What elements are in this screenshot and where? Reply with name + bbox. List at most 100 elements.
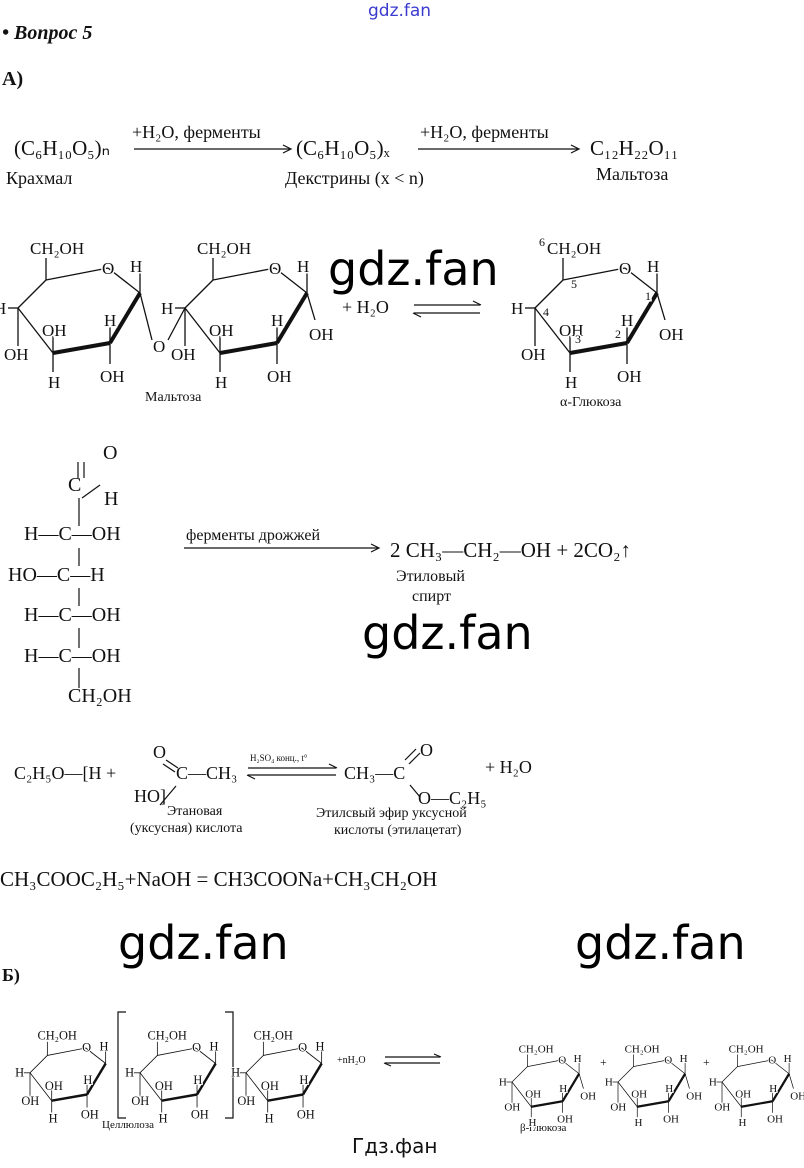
h-label: H [193, 1073, 202, 1087]
ch2oh-label: CH₂OH [30, 239, 84, 258]
oh-label: OH [525, 1088, 541, 1100]
oh-label: OH [309, 325, 334, 344]
h-label: H [647, 257, 659, 276]
acid-ho: HO] [134, 786, 166, 806]
h-label: H [297, 257, 309, 276]
acid-c: C—CH₃ [176, 763, 238, 783]
acid-name-1: Этановая [167, 804, 223, 819]
ch2oh-label: CH₂OH [253, 1028, 292, 1042]
h-label: H [271, 311, 283, 330]
carbon-number: 3 [575, 332, 581, 346]
oh-label: OH [100, 367, 125, 386]
section-a-label: А) [2, 68, 24, 90]
ring-oxygen: O [298, 1041, 307, 1055]
h-label: H [709, 1076, 717, 1088]
ethanol-name-2: спирт [412, 588, 452, 605]
watermark-4: gdz.fan [575, 916, 746, 970]
h-label: H [565, 373, 577, 392]
h-label: H [299, 1073, 308, 1087]
oh-label: OH [557, 1114, 573, 1126]
h-label: H [49, 1111, 58, 1125]
h-label: H [15, 1066, 24, 1080]
oh-label: OH [659, 325, 684, 344]
oh-label: OH [610, 1102, 626, 1114]
h-label: H [0, 299, 6, 318]
arrow1-label: +H₂O, ферменты [132, 122, 261, 142]
watermark-3: gdz.fan [118, 916, 289, 970]
oh-label: OH [631, 1088, 647, 1100]
h-label: H [315, 1039, 324, 1053]
h-label: H [559, 1083, 567, 1095]
carbon-number: 4 [543, 305, 549, 319]
oh-label: OH [171, 345, 196, 364]
oh-label: OH [131, 1094, 149, 1108]
h-label: H [574, 1053, 582, 1065]
ester-name-2: кислоты (этилацетат) [334, 823, 462, 838]
question-title: • Вопрос 5 [2, 22, 93, 44]
oh-label: OH [45, 1079, 63, 1093]
ch2oh-label: CH₂OH [519, 1043, 554, 1055]
starch-name: Крахмал [6, 168, 73, 188]
chain-c6: CH₂OH [68, 685, 132, 707]
ch2oh-label: CH₂OH [729, 1043, 764, 1055]
oh-label: OH [663, 1114, 679, 1126]
oh-label: OH [81, 1108, 99, 1122]
h-label: H [125, 1066, 134, 1080]
ethanol-name-1: Этиловый [396, 568, 465, 585]
ch2oh-label: CH₂OH [197, 239, 251, 258]
ester-o: O [420, 740, 433, 760]
ring-oxygen: O [664, 1054, 672, 1066]
plus-1: + [600, 1055, 607, 1069]
h-label: H [231, 1066, 240, 1080]
h-label: H [265, 1111, 274, 1125]
maltose-name: Мальтоза [596, 164, 669, 184]
carbon-number: 2 [615, 327, 621, 341]
oh-label: OH [42, 321, 67, 340]
oh-label: OH [237, 1094, 255, 1108]
oh-label: OH [209, 321, 234, 340]
oh-label: OH [297, 1108, 315, 1122]
oh-label: OH [559, 321, 584, 340]
oh-label: OH [767, 1114, 783, 1126]
chain-c2: H—C—OH [24, 523, 121, 545]
oh-label: OH [191, 1108, 209, 1122]
water-product: + H₂O [485, 757, 532, 777]
acid-name-2: (уксусная) кислота [130, 821, 243, 836]
beta-glucose-label: β-глюкоза [520, 1122, 567, 1134]
ch2oh-label: CH₂OH [625, 1043, 660, 1055]
arrow2-label: +H₂O, ферменты [420, 122, 549, 142]
h-label: H [769, 1083, 777, 1095]
h-label: H [99, 1039, 108, 1053]
oh-label: OH [617, 367, 642, 386]
ester-oc2h5: O—C₂H₅ [418, 788, 487, 808]
ester-ch3-c: CH₃—C [344, 763, 406, 783]
h-label: H [635, 1117, 643, 1129]
h-label: H [665, 1083, 673, 1095]
plus-2: + [703, 1055, 710, 1069]
carbon-number: 5 [571, 277, 577, 291]
section-b-label: Б) [2, 965, 20, 985]
watermark-2: gdz.fan [362, 606, 533, 660]
oh-label: OH [686, 1091, 702, 1103]
oh-label: OH [267, 367, 292, 386]
ester-name-1: Этилсвый эфир уксусной [316, 806, 467, 821]
watermark-1: gdz.fan [328, 242, 499, 296]
acid-o: O [153, 742, 166, 762]
yeast-arrow-label: ферменты дрожжей [186, 527, 321, 544]
chain-o: O [103, 442, 118, 464]
h-label: H [83, 1073, 92, 1087]
h-label: H [499, 1076, 507, 1088]
h-label: H [529, 1117, 537, 1129]
oh-label: OH [4, 345, 29, 364]
watermark-top: gdz.fan [368, 1, 432, 21]
oh-label: OH [155, 1079, 173, 1093]
ring-oxygen: O [82, 1041, 91, 1055]
